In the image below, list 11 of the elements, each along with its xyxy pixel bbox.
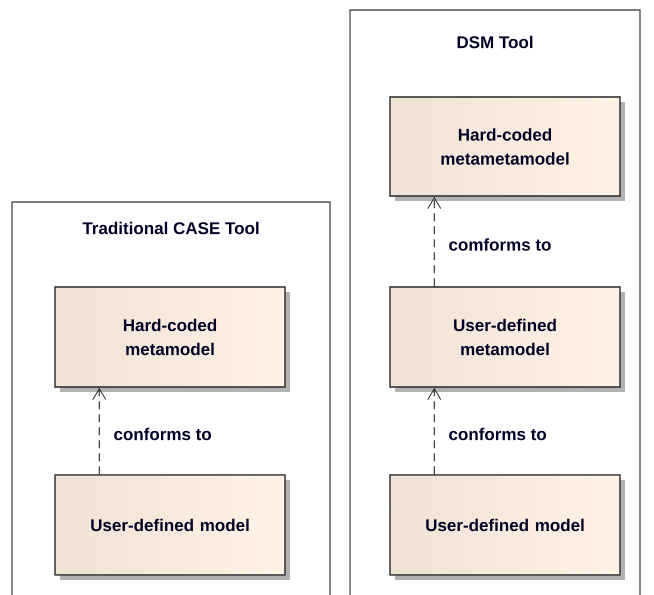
edge-label: conforms to <box>112 426 213 442</box>
edge-label: conforms to <box>448 426 548 442</box>
class-box: Hard-coded metamodel <box>54 286 290 392</box>
class-box: User-defined metamodel <box>389 286 625 392</box>
class-box: User-defined model <box>54 474 290 580</box>
class-box: User-defined model <box>389 474 625 580</box>
dependency-arrow <box>427 388 442 474</box>
dependency-arrow <box>427 196 442 286</box>
edge-label: comforms to <box>448 237 552 252</box>
dependency-arrow <box>92 388 106 474</box>
class-box: Hard-coded metametamodel <box>389 96 625 201</box>
